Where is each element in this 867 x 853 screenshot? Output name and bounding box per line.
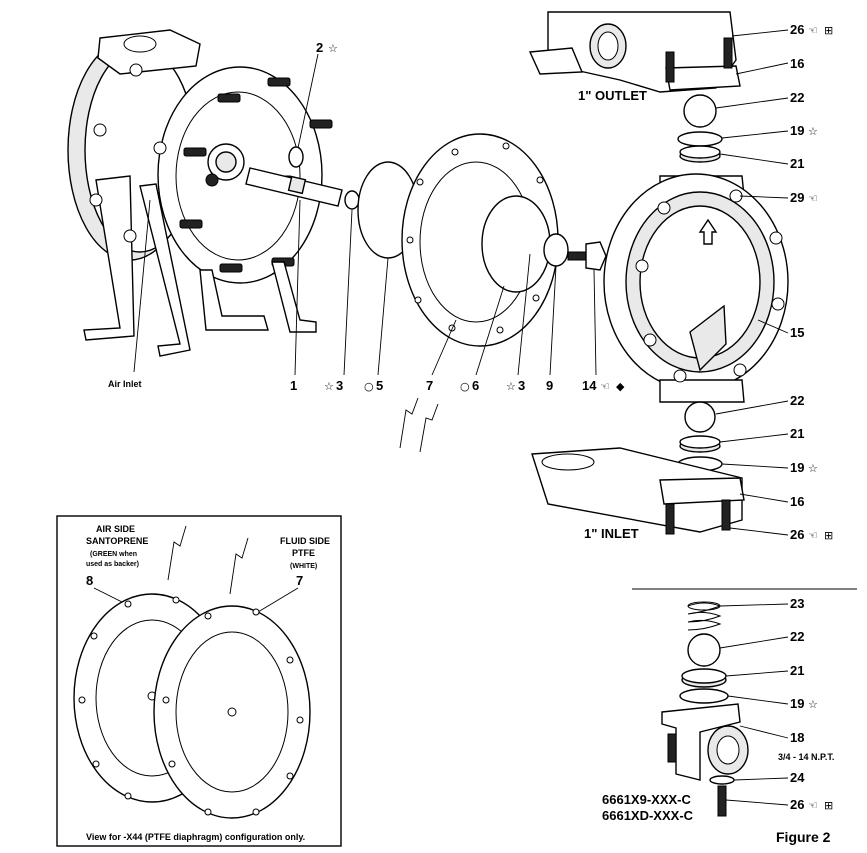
leader-lines bbox=[133, 29, 789, 806]
outlet-label: 1" OUTLET bbox=[578, 88, 647, 103]
o-ring-3-left bbox=[344, 190, 360, 210]
callout-26: 26 bbox=[790, 22, 804, 37]
seat-21-bottom bbox=[679, 435, 721, 453]
seat-21-top bbox=[679, 145, 721, 163]
air-motor-assembly bbox=[67, 29, 343, 357]
callout-23: 23 bbox=[790, 596, 804, 611]
grid-symbol: ⊞ bbox=[824, 529, 833, 542]
figure-label: Figure 2 bbox=[776, 829, 831, 845]
circle-symbol: ○ bbox=[460, 380, 470, 393]
callout-1: 1 bbox=[290, 378, 297, 393]
grid-symbol: ⊞ bbox=[824, 799, 833, 812]
break-mark bbox=[419, 403, 439, 453]
callout-16: 16 bbox=[790, 494, 804, 509]
callout-18: 18 bbox=[790, 730, 804, 745]
callout-24: 24 bbox=[790, 770, 805, 785]
fluid-side-note: (WHITE) bbox=[290, 563, 317, 570]
callout-19: 19 bbox=[790, 460, 804, 475]
callout-19: 19 bbox=[790, 123, 804, 138]
bolt-14 bbox=[567, 241, 607, 271]
inlet-label: 1" INLET bbox=[584, 526, 639, 541]
callout-7: 7 bbox=[296, 573, 303, 588]
callout-26: 26 bbox=[790, 527, 804, 542]
fluid-side-title: FLUID SIDE bbox=[280, 536, 330, 546]
hand-symbol: ☜ bbox=[808, 529, 818, 542]
callout-6: 6 bbox=[472, 378, 479, 393]
diamond-symbol: ◆ bbox=[616, 380, 625, 393]
o-ring-19-top bbox=[677, 131, 723, 147]
fluid-side-material: PTFE bbox=[292, 548, 315, 558]
diaphragm-plate-6 bbox=[481, 195, 551, 293]
star-symbol: ☆ bbox=[808, 125, 818, 138]
callout-29: 29 bbox=[790, 190, 804, 205]
callout-22: 22 bbox=[790, 393, 804, 408]
grid-symbol: ⊞ bbox=[824, 24, 833, 37]
star-symbol: ☆ bbox=[324, 380, 334, 393]
ball-22-top bbox=[683, 94, 717, 128]
hand-symbol: ☜ bbox=[808, 192, 818, 205]
hand-symbol: ☜ bbox=[808, 799, 818, 812]
fluid-cap-15 bbox=[603, 173, 789, 403]
circle-symbol: ○ bbox=[364, 380, 374, 393]
hand-symbol: ☜ bbox=[808, 24, 818, 37]
callout-21: 21 bbox=[790, 156, 804, 171]
star-symbol: ☆ bbox=[506, 380, 516, 393]
washer-9 bbox=[543, 233, 569, 267]
callout-26: 26 bbox=[790, 797, 804, 812]
callout-22: 22 bbox=[790, 629, 804, 644]
callout-8: 8 bbox=[86, 573, 93, 588]
callout-15: 15 bbox=[790, 325, 804, 340]
callout-21: 21 bbox=[790, 426, 804, 441]
callout-16: 16 bbox=[790, 56, 804, 71]
o-ring-2 bbox=[288, 146, 304, 168]
air-side-note-2: used as backer) bbox=[86, 561, 139, 568]
air-side-note: (GREEN when bbox=[90, 551, 137, 558]
star-symbol: ☆ bbox=[808, 698, 818, 711]
break-mark bbox=[399, 397, 419, 449]
callout-19: 19 bbox=[790, 696, 804, 711]
callout-7: 7 bbox=[426, 378, 433, 393]
callout-labels: 2 ☆ 1 ☆ 3 ○ 5 7 ○ 6 ☆ 3 9 14 ☜ ◆ Air Inl… bbox=[108, 22, 834, 845]
inset-note: View for -X44 (PTFE diaphragm) configura… bbox=[86, 832, 305, 842]
star-symbol: ☆ bbox=[808, 462, 818, 475]
npt-option-assembly bbox=[661, 601, 749, 817]
outlet-manifold-16 bbox=[528, 11, 741, 93]
callout-9: 9 bbox=[546, 378, 553, 393]
callout-3: 3 bbox=[518, 378, 525, 393]
callout-2: 2 bbox=[316, 40, 323, 55]
air-side-title: AIR SIDE bbox=[96, 524, 135, 534]
callout-3: 3 bbox=[336, 378, 343, 393]
air-side-material: SANTOPRENE bbox=[86, 536, 148, 546]
star-symbol: ☆ bbox=[328, 42, 338, 55]
ptfe-inset: AIR SIDE SANTOPRENE (GREEN when used as … bbox=[56, 515, 342, 847]
inlet-manifold-16 bbox=[531, 447, 745, 535]
callout-14: 14 bbox=[582, 378, 597, 393]
callout-22: 22 bbox=[790, 90, 804, 105]
hand-symbol: ☜ bbox=[600, 380, 610, 393]
callout-5: 5 bbox=[376, 378, 383, 393]
model-number-b: 6661XD-XXX-C bbox=[602, 808, 694, 823]
ball-22-bottom bbox=[684, 401, 716, 433]
model-number-a: 6661X9-XXX-C bbox=[602, 792, 691, 807]
air-inlet-label: Air Inlet bbox=[108, 379, 142, 389]
npt-label: 3/4 - 14 N.P.T. bbox=[778, 752, 834, 762]
callout-21: 21 bbox=[790, 663, 804, 678]
